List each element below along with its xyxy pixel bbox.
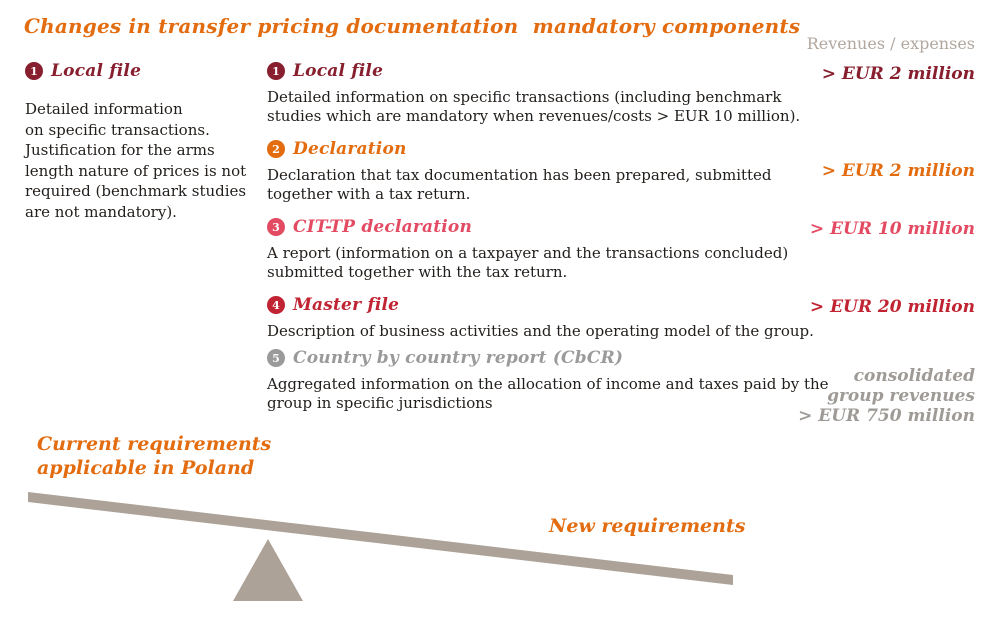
- item-local-file: 1 Local file Detailed information on spe…: [267, 61, 867, 126]
- item-description: Aggregated information on the allocation…: [267, 375, 829, 412]
- item-description: Declaration that tax documentation has b…: [267, 166, 772, 203]
- item-cit-tp-declaration: 3 CIT-TP declaration A report (informati…: [267, 217, 867, 282]
- current-requirements-label: Current requirements applicable in Polan…: [37, 433, 272, 479]
- item-declaration: 2 Declaration Declaration that tax docum…: [267, 139, 867, 204]
- item-description: Detailed information on specific transac…: [25, 100, 247, 221]
- threshold-local-file: > EUR 2 million: [821, 64, 975, 84]
- item-number-badge: 1: [267, 62, 285, 80]
- item-heading: Master file: [293, 295, 400, 315]
- item-description: Description of business activities and t…: [267, 322, 814, 340]
- item-description: A report (information on a taxpayer and …: [267, 244, 789, 281]
- threshold-cbcr: consolidated group revenues > EUR 750 mi…: [798, 366, 975, 426]
- threshold-declaration: > EUR 2 million: [821, 161, 975, 181]
- item-number-badge: 1: [25, 62, 43, 80]
- new-requirements-label: New requirements: [549, 515, 746, 537]
- seesaw-fulcrum-triangle: [233, 539, 303, 601]
- item-description: Detailed information on specific transac…: [267, 88, 801, 125]
- item-heading: Local file: [51, 61, 142, 81]
- item-master-file: 4 Master file Description of business ac…: [267, 295, 867, 341]
- item-heading: CIT-TP declaration: [293, 217, 473, 237]
- item-heading: Country by country report (CbCR): [293, 348, 624, 368]
- seesaw-beam: [28, 492, 733, 585]
- threshold-cit-tp: > EUR 10 million: [809, 219, 975, 239]
- item-heading: Declaration: [293, 139, 407, 159]
- item-cbcr: 5 Country by country report (CbCR) Aggre…: [267, 348, 867, 413]
- current-requirement-item: 1 Local file: [25, 61, 141, 81]
- revenues-expenses-header: Revenues / expenses: [806, 34, 975, 53]
- item-number-badge: 2: [267, 140, 285, 158]
- item-number-badge: 4: [267, 296, 285, 314]
- item-heading: Local file: [293, 61, 384, 81]
- item-number-badge: 3: [267, 218, 285, 236]
- threshold-master-file: > EUR 20 million: [809, 297, 975, 317]
- item-number-badge: 5: [267, 349, 285, 367]
- page-title: Changes in transfer pricing documentatio…: [24, 14, 801, 38]
